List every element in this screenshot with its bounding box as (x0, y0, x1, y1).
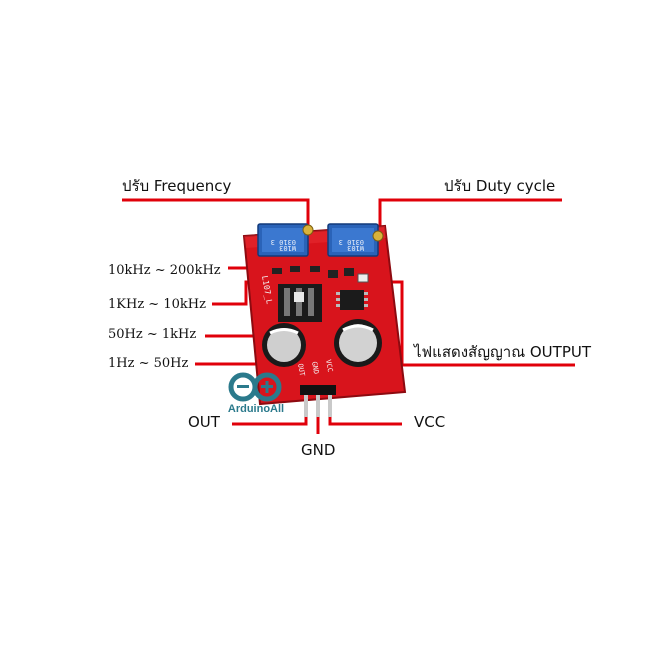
right-capacitor (334, 319, 382, 367)
arduinoall-logo: ArduinoAll (223, 369, 289, 417)
range4-pointer-line (195, 350, 264, 366)
silk-out: OUT (296, 363, 306, 378)
gnd-label: GND (301, 441, 336, 459)
silk-gnd: GND (310, 361, 320, 375)
logo-text: ArduinoAll (227, 403, 285, 415)
range-jumpers (278, 284, 322, 322)
duty-pointer-line (378, 198, 562, 228)
frequency-potentiometer (257, 223, 314, 257)
range-2-label: 1KHz ~ 10kHz (108, 297, 206, 312)
silk-vcc: VCC (324, 359, 334, 373)
infinity-minus-plus-icon (228, 372, 282, 402)
pin-header (300, 385, 336, 417)
pot-marking-3: 0310 3 (339, 238, 364, 246)
smd-components (272, 266, 369, 283)
duty-adjust-label: ปรับ Duty cycle (444, 177, 556, 195)
pot-marking-4: W103 (347, 244, 364, 252)
freq-pointer-line (122, 198, 310, 228)
pot-marking-1: 0310 3 (271, 238, 296, 246)
vcc-pointer-line (328, 395, 402, 426)
left-capacitor (262, 323, 306, 367)
range-4-label: 1Hz ~ 50Hz (108, 356, 189, 371)
duty-potentiometer (327, 223, 384, 257)
pot-marking-2: W103 (279, 244, 296, 252)
freq-adjust-label: ปรับ Frequency (122, 177, 232, 195)
range-1-label: 10kHz ~ 200kHz (108, 263, 221, 278)
range-3-label: 50Hz ~ 1kHz (108, 327, 197, 342)
out-label: OUT (188, 413, 220, 431)
ic-chip (336, 290, 368, 310)
output-led-label: ไฟแสดงสัญญาณ OUTPUT (414, 343, 592, 361)
vcc-label: VCC (414, 413, 446, 431)
